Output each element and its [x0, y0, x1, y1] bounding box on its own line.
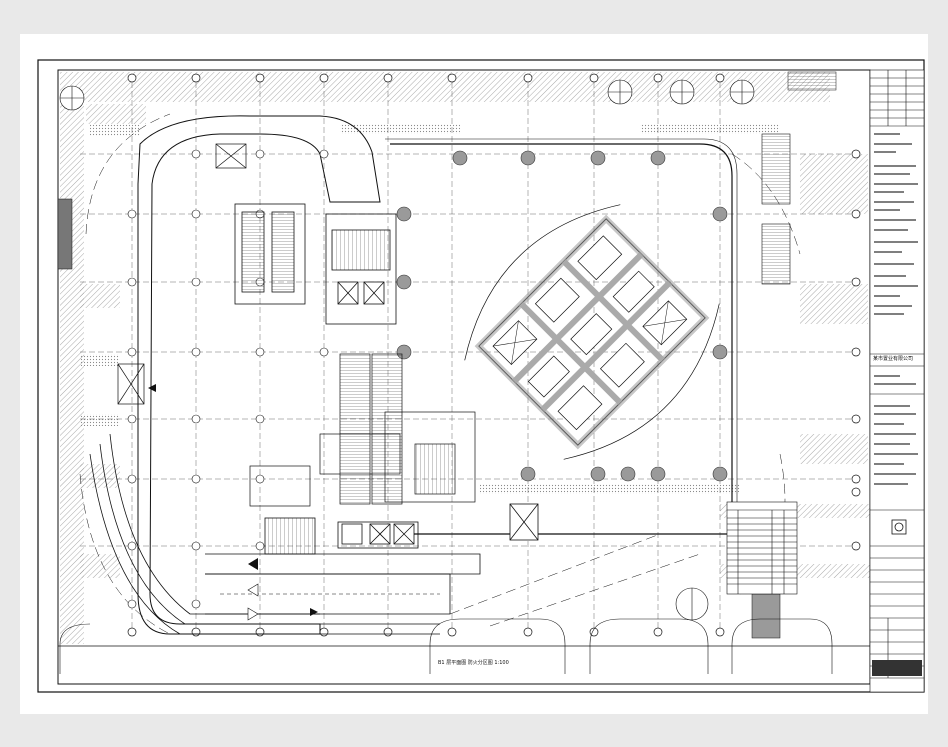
- grey-block-bottom: [751, 593, 781, 639]
- drawing-sheet: B1 层平面图 防火分区图 1:100 某市置业有限公司: [20, 34, 928, 714]
- stair-core-left: [234, 203, 306, 305]
- ramp-curves: [89, 433, 440, 635]
- title-block-dark-cell: [872, 660, 922, 676]
- title-block: [869, 69, 925, 693]
- stair-core-bottom: [264, 503, 539, 555]
- ramp-arrows: [148, 384, 318, 621]
- small-columns: [127, 149, 329, 609]
- ramp-bottom: [205, 553, 481, 615]
- top-grid-axes: [127, 73, 725, 637]
- planter-arcs: [59, 618, 833, 674]
- columns: [396, 150, 728, 482]
- dotted-paving: [80, 124, 780, 494]
- title-block-notes: [874, 133, 918, 485]
- escalators: [339, 353, 403, 505]
- plan-caption: B1 层平面图 防火分区图 1:100: [438, 659, 509, 666]
- trees: [59, 79, 755, 621]
- left-edge-band: [57, 198, 73, 270]
- small-rooms: [117, 143, 476, 507]
- main-slab-outline: [390, 143, 733, 535]
- rotated-core: [464, 204, 720, 460]
- company-name: 某市置业有限公司: [873, 355, 913, 362]
- floor-plan-drawing: B1 层平面图 防火分区图 1:100 某市置业有限公司: [37, 59, 925, 693]
- dashed-curves: [79, 113, 801, 635]
- right-grid-axes: [851, 149, 861, 551]
- title-block-logo: [891, 519, 907, 535]
- stair-core-center: [325, 213, 397, 325]
- legend-table: [726, 501, 798, 595]
- site-paving-hatch: [60, 72, 870, 644]
- striped-block-top: [787, 71, 837, 91]
- right-stairs: [761, 133, 791, 285]
